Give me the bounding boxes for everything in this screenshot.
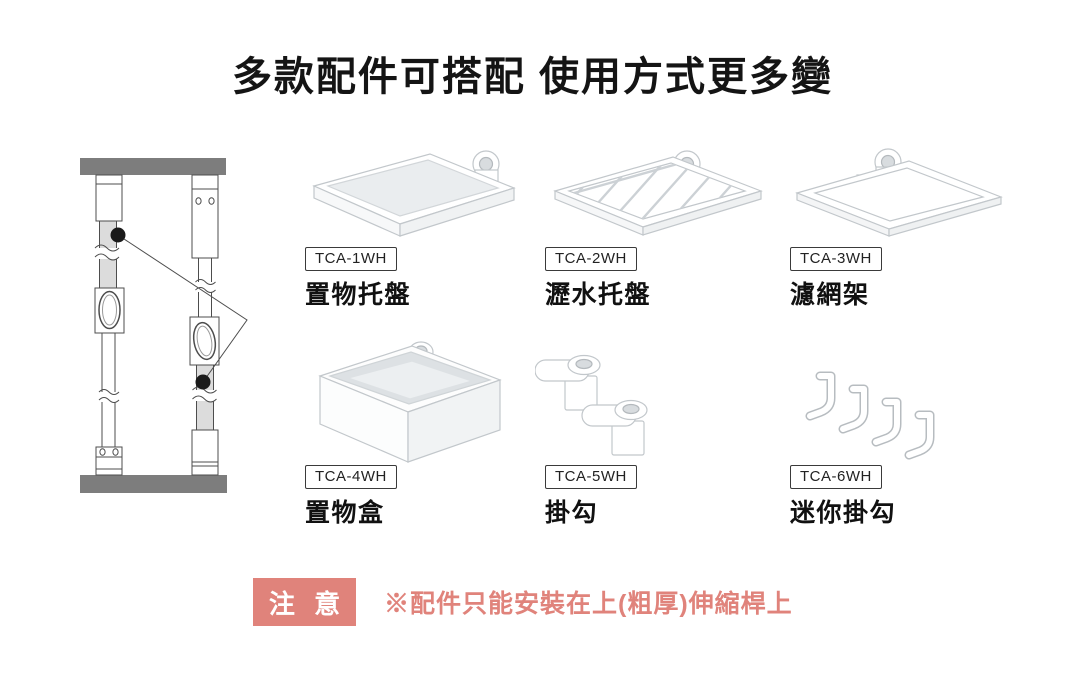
product-name: 濾網架 (790, 281, 870, 309)
product-card-tca6: TCA-6WH 迷你掛勾 (790, 465, 1025, 529)
hook-unit (581, 399, 648, 456)
ceiling-bar (80, 158, 226, 175)
callout-dot-upper (110, 227, 126, 243)
wave-line (94, 244, 120, 252)
wave-line (192, 395, 217, 403)
mini-hook (871, 397, 902, 447)
drain-tray-icon (553, 150, 763, 236)
callout-dot-lower (195, 374, 211, 390)
hook-pair-icon (535, 354, 648, 456)
product-card-tca5: TCA-5WH 掛勾 (545, 465, 780, 529)
installation-diagram (62, 145, 297, 505)
pole-break (96, 248, 120, 259)
wave-line (195, 279, 216, 285)
notice-text: ※配件只能安裝在上(粗厚)伸縮桿上 (384, 590, 793, 618)
wave-line (98, 389, 120, 395)
left-pole (94, 174, 125, 476)
mini-hooks-icon (805, 371, 935, 460)
callout-lines (117, 234, 248, 383)
product-code-badge: TCA-1WH (305, 247, 397, 271)
mini-hook (805, 371, 836, 421)
product-name: 置物盒 (305, 499, 385, 527)
product-code-badge: TCA-2WH (545, 247, 637, 271)
pole-break (99, 392, 118, 402)
hook-unit (535, 354, 601, 411)
floor-bar (80, 475, 227, 493)
mini-hook (904, 410, 935, 460)
storage-box-icon (318, 341, 502, 463)
wave-line (94, 253, 120, 261)
pole-break (195, 282, 215, 292)
tension-pole-diagram-icon (80, 158, 248, 493)
notice-badge: 注 意 (253, 578, 356, 626)
product-name: 瀝水托盤 (545, 281, 652, 309)
product-name: 掛勾 (545, 499, 599, 527)
product-card-tca3: TCA-3WH 濾網架 (790, 247, 1025, 311)
page-title: 多款配件可搭配 使用方式更多變 (231, 55, 834, 99)
notice-bar: 注 意 ※配件只能安裝在上(粗厚)伸縮桿上 (253, 578, 793, 626)
right-pole (189, 174, 220, 476)
product-name: 置物托盤 (305, 281, 412, 309)
storage-tray-icon (312, 150, 516, 237)
mesh-frame-icon (795, 148, 1003, 237)
product-name: 迷你掛勾 (790, 499, 897, 527)
product-code-badge: TCA-3WH (790, 247, 882, 271)
wave-line (192, 386, 217, 394)
product-card-tca2: TCA-2WH 瀝水托盤 (545, 247, 780, 311)
wave-line (98, 397, 120, 403)
product-code-badge: TCA-4WH (305, 465, 397, 489)
mini-hook (838, 384, 869, 434)
product-card-tca1: TCA-1WH 置物托盤 (305, 247, 540, 311)
product-code-badge: TCA-5WH (545, 465, 637, 489)
pole-break (193, 390, 217, 401)
product-card-tca4: TCA-4WH 置物盒 (305, 465, 540, 529)
product-code-badge: TCA-6WH (790, 465, 882, 489)
